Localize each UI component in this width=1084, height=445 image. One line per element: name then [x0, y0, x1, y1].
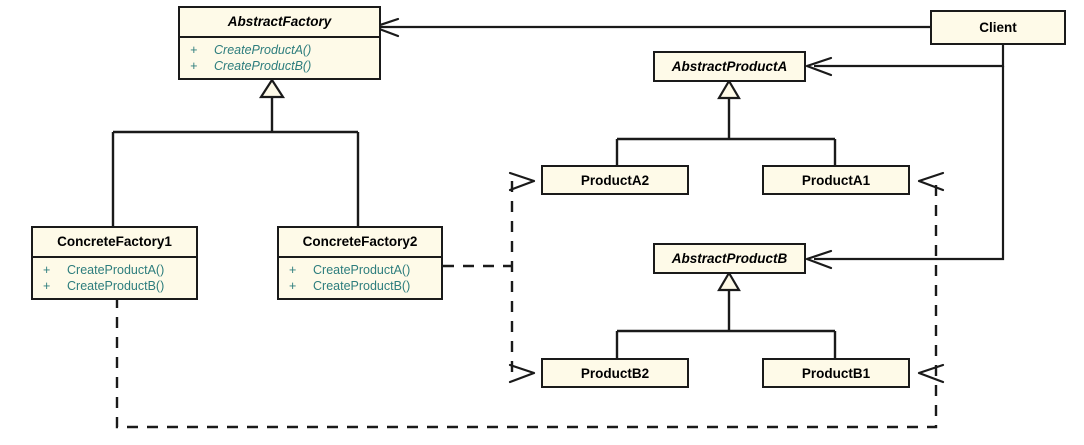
operation-signature: CreateProductA()	[67, 262, 165, 277]
open-arrowhead-icon	[508, 363, 536, 384]
generalization-products-b-to-abstract-product-b	[615, 270, 837, 358]
class-box-product-b2[interactable]: ProductB2	[541, 358, 689, 388]
operation-row: + CreateProductA()	[39, 262, 194, 278]
generalization-triangle-icon	[717, 78, 741, 100]
operation-signature: CreateProductA()	[214, 42, 312, 57]
generalization-triangle-icon	[258, 77, 286, 99]
operation-row: + CreateProductA()	[285, 262, 439, 278]
generalization-products-a-to-abstract-product-a	[615, 78, 837, 165]
class-name-product-a2: ProductA2	[580, 172, 650, 188]
operation-signature: CreateProductB()	[313, 278, 411, 293]
visibility-marker: +	[190, 58, 198, 73]
class-box-product-a1[interactable]: ProductA1	[762, 165, 910, 195]
operations-compartment: + CreateProductA() + CreateProductB()	[33, 258, 196, 298]
open-arrowhead-icon	[805, 56, 833, 77]
operation-row: + CreateProductA()	[186, 42, 377, 58]
compartment-divider	[180, 35, 379, 38]
class-box-abstract-product-a[interactable]: AbstractProductA	[653, 51, 806, 82]
visibility-marker: +	[190, 42, 198, 57]
class-name-client: Client	[979, 20, 1017, 35]
class-name-abstract-factory: AbstractFactory	[227, 14, 332, 29]
operation-row: + CreateProductB()	[186, 58, 377, 74]
open-arrowhead-icon	[508, 171, 536, 192]
operations-compartment: + CreateProductA() + CreateProductB()	[180, 38, 379, 78]
open-arrowhead-icon	[917, 171, 945, 192]
association-client-to-abstract-product-b	[805, 66, 1005, 270]
operation-row: + CreateProductB()	[285, 278, 439, 294]
visibility-marker: +	[43, 278, 51, 293]
generalization-concrete-factories-to-abstract-factory	[111, 77, 360, 226]
open-arrowhead-icon	[805, 249, 833, 270]
association-client-to-abstract-product-a	[805, 45, 1005, 77]
class-name-product-a1: ProductA1	[801, 172, 871, 188]
visibility-marker: +	[289, 278, 297, 293]
class-name-abstract-product-a: AbstractProductA	[671, 59, 788, 74]
class-name-product-b2: ProductB2	[580, 365, 650, 381]
compartment-divider	[33, 255, 196, 258]
association-client-to-abstract-factory	[372, 17, 930, 38]
class-name-product-b1: ProductB1	[801, 365, 871, 381]
class-box-client[interactable]: Client	[930, 10, 1066, 45]
class-box-concrete-factory-2[interactable]: ConcreteFactory2 + CreateProductA() + Cr…	[277, 226, 443, 300]
operation-signature: CreateProductB()	[214, 58, 312, 73]
operation-signature: CreateProductB()	[67, 278, 165, 293]
class-box-product-a2[interactable]: ProductA2	[541, 165, 689, 195]
operation-signature: CreateProductA()	[313, 262, 411, 277]
class-name-concrete-factory-1: ConcreteFactory1	[57, 234, 172, 249]
visibility-marker: +	[289, 262, 297, 277]
class-box-abstract-product-b[interactable]: AbstractProductB	[653, 243, 806, 274]
operation-row: + CreateProductB()	[39, 278, 194, 294]
dependency-concrete-factory-1-to-products-1	[115, 171, 945, 429]
class-name-concrete-factory-2: ConcreteFactory2	[302, 234, 418, 249]
dependency-concrete-factory-2-to-products-2	[443, 171, 536, 384]
class-box-abstract-factory[interactable]: AbstractFactory + CreateProductA() + Cre…	[178, 6, 381, 80]
visibility-marker: +	[43, 262, 51, 277]
compartment-divider	[279, 255, 441, 258]
class-name-abstract-product-b: AbstractProductB	[671, 251, 788, 266]
open-arrowhead-icon	[917, 363, 945, 384]
class-box-product-b1[interactable]: ProductB1	[762, 358, 910, 388]
generalization-triangle-icon	[717, 270, 741, 292]
operations-compartment: + CreateProductA() + CreateProductB()	[279, 258, 441, 298]
class-box-concrete-factory-1[interactable]: ConcreteFactory1 + CreateProductA() + Cr…	[31, 226, 198, 300]
